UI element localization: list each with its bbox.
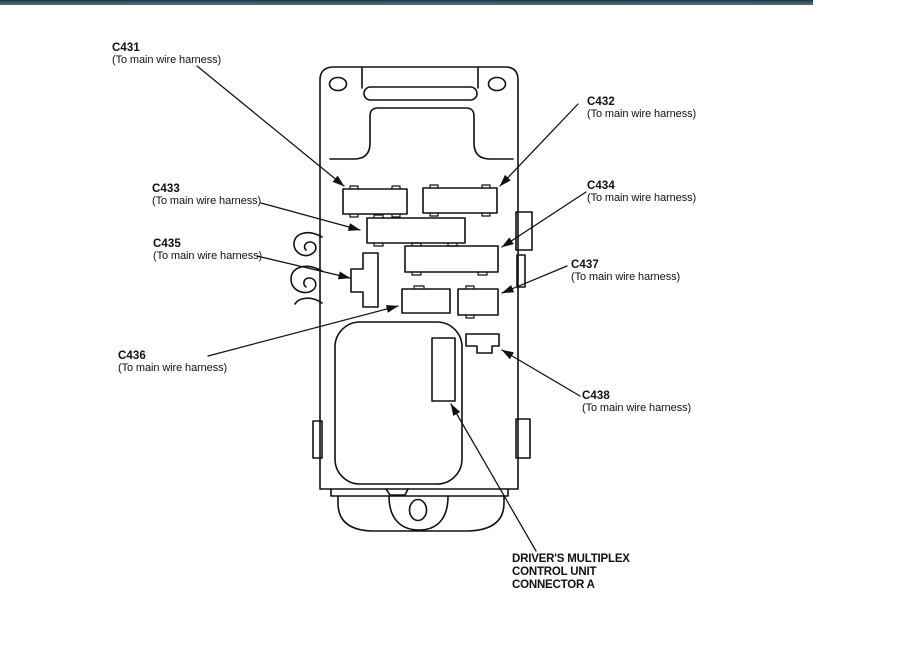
- connector-desc: (To main wire harness): [152, 195, 262, 207]
- connector-desc: (To main wire harness): [582, 402, 692, 414]
- base-ledge: [330, 488, 509, 497]
- cover-profile: [329, 107, 514, 160]
- connector-c434: [404, 245, 499, 273]
- leader-c435: [256, 255, 351, 280]
- leader-connector-a: [450, 403, 537, 552]
- connector-code: C438: [582, 390, 610, 402]
- connector-desc: (To main wire harness): [118, 362, 228, 374]
- connector-c434-tabs: [411, 242, 488, 276]
- connector-code: C436: [118, 350, 146, 362]
- label-c437: C437 (To main wire harness): [571, 259, 680, 283]
- connector-c431: [342, 188, 408, 215]
- unit-label-line2: CONTROL UNIT: [512, 566, 597, 578]
- leader-c433: [260, 202, 361, 231]
- connector-code: C435: [153, 238, 181, 250]
- leader-c432: [499, 103, 579, 187]
- connector-c436-tabs: [413, 285, 425, 290]
- connector-desc: (To main wire harness): [587, 192, 697, 204]
- label-c433: C433 (To main wire harness): [152, 183, 261, 207]
- leader-c437: [501, 265, 568, 294]
- label-c434: C434 (To main wire harness): [587, 180, 696, 204]
- connector-c437: [457, 288, 499, 316]
- connector-c433: [366, 217, 466, 244]
- connector-code: C437: [571, 259, 599, 271]
- mount-hole-right-icon: [487, 76, 507, 92]
- label-c438: C438 (To main wire harness): [582, 390, 691, 414]
- connector-c432: [422, 187, 498, 214]
- connector-c436: [401, 288, 451, 314]
- label-c432: C432 (To main wire harness): [587, 96, 696, 120]
- leader-c436: [207, 305, 399, 357]
- right-thin-tab: [516, 254, 526, 288]
- connector-desc: (To main wire harness): [571, 271, 681, 283]
- harness-clip-lower-icon: [290, 265, 323, 305]
- connector-code: C432: [587, 96, 615, 108]
- mount-hole-left-icon: [328, 76, 348, 92]
- connector-c435: [350, 252, 379, 308]
- side-tab-left: [312, 420, 323, 459]
- window-top-bar: [0, 0, 813, 5]
- connector-desc: (To main wire harness): [153, 250, 263, 262]
- top-slot: [363, 86, 478, 101]
- connector-code: C433: [152, 183, 180, 195]
- base-hole-icon: [408, 498, 428, 522]
- fusebox-outline: [319, 66, 519, 490]
- right-block: [515, 211, 533, 251]
- connector-c433-tabs: [373, 214, 458, 247]
- base-outline: [337, 495, 505, 532]
- unit-label-line3: CONNECTOR A: [512, 579, 595, 591]
- connector-c431-tabs: [349, 185, 401, 218]
- harness-clip-upper-icon: [293, 232, 323, 257]
- control-unit-outline: [334, 321, 463, 485]
- base-tongue: [385, 488, 449, 531]
- connector-a: [431, 337, 456, 402]
- label-c436: C436 (To main wire harness): [118, 350, 227, 374]
- connector-desc: (To main wire harness): [587, 108, 697, 120]
- connector-code: C434: [587, 180, 615, 192]
- top-recess: [361, 67, 479, 89]
- connector-c432-tabs: [429, 184, 491, 217]
- connector-code: C431: [112, 42, 140, 54]
- label-drivers-multiplex-control-unit: DRIVER'S MULTIPLEX CONTROL UNIT CONNECTO…: [512, 553, 630, 592]
- connector-desc: (To main wire harness): [112, 54, 222, 66]
- unit-label-line1: DRIVER'S MULTIPLEX: [512, 553, 630, 565]
- label-c431: C431 (To main wire harness): [112, 42, 221, 66]
- label-c435: C435 (To main wire harness): [153, 238, 262, 262]
- connector-c437-tabs: [465, 285, 475, 319]
- side-tab-right: [515, 418, 531, 459]
- leader-c438: [501, 349, 581, 397]
- leader-c431: [196, 65, 345, 187]
- leader-c434: [501, 191, 587, 248]
- connector-c438: [465, 333, 500, 354]
